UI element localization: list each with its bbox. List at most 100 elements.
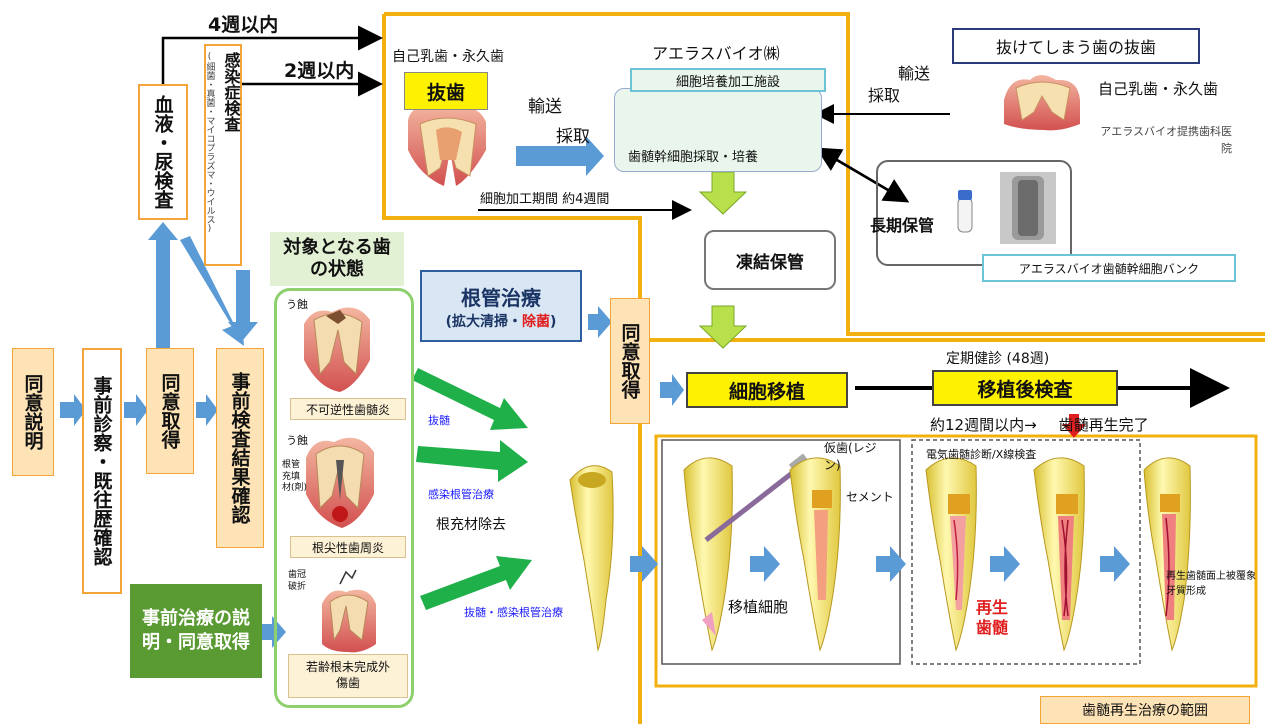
temp-crown-label: 仮歯(レジン) [824, 441, 877, 472]
both-treatment-label: 抜髄・感染根管治療 [464, 606, 563, 619]
pre-treatment-box: 事前治療の説明・同意取得 [130, 584, 262, 678]
infection-label: 感染症検査 [221, 52, 241, 132]
transplanted-cells-label: 移植細胞 [728, 598, 789, 616]
prepared-tooth-graphic [569, 465, 614, 652]
lost-teeth-label: 抜けてしまう歯の抜歯 [995, 38, 1156, 57]
pulpectomy-label: 抜髄 [428, 414, 450, 427]
facility-label: 細胞培養加工施設 [675, 74, 780, 90]
tooth-state-title: 対象となる歯の状態 [270, 232, 404, 286]
infected-canal-label: 感染根管治療 [428, 488, 494, 501]
transplant-box: 細胞移植 [686, 372, 848, 408]
regen-tooth-2-graphic [1033, 457, 1085, 652]
vial-graphic [957, 190, 973, 233]
case-2-label: 根尖性歯周炎 [311, 540, 384, 555]
filling-label: 根管充填材(剤) [282, 460, 308, 494]
root-canal-sub-c: ) [550, 313, 557, 330]
blood-urine-label: 血液・尿検査 [151, 95, 174, 209]
root-canal-title: 根管治療 [461, 285, 541, 310]
infection-sub-label: (細菌・真菌・マイコプラズマ・ウイルス) [204, 52, 215, 234]
regen-tooth-3-graphic [1143, 457, 1191, 652]
lost-teeth-box: 抜けてしまう歯の抜歯 [952, 28, 1200, 64]
checkup-period-label: 定期健診 (48週) [946, 351, 1050, 367]
root-canal-sub-b: 除菌 [522, 313, 550, 330]
crown-tooth-graphic [789, 457, 841, 652]
collection-label: 採取 [556, 127, 590, 147]
tooth-state-title-text: 対象となる歯の状態 [283, 236, 391, 281]
consent-explain-box: 同意説明 [12, 348, 54, 476]
extraction-box: 抜歯 [404, 72, 488, 110]
frozen-box: 凍結保管 [704, 230, 836, 290]
tooth-case-3-graphic [322, 569, 376, 653]
frozen-label: 凍結保管 [736, 252, 804, 273]
regen-pulp-label: 再生歯髄 [975, 598, 1008, 637]
consent-1-label: 同意取得 [158, 373, 181, 449]
long-term-label: 長期保管 [870, 216, 935, 235]
bank-own-teeth-label: 自己乳歯・永久歯 [1098, 80, 1219, 98]
blood-urine-box: 血液・尿検査 [138, 84, 188, 220]
tests-dashed-frame [911, 439, 1141, 665]
pre-treatment-label: 事前治療の説明・同意取得 [142, 607, 250, 653]
fracture-label: 歯冠破折 [288, 570, 307, 592]
case-3-label: 若齢根未完成外傷歯 [305, 660, 390, 690]
post-exam-label: 移植後検査 [977, 378, 1073, 401]
scope-box: 歯髄再生治療の範囲 [1040, 696, 1250, 724]
extracted-tooth-graphic [408, 103, 486, 186]
caries-2-label: う蝕 [286, 434, 308, 447]
bank-name-box: アエラスバイオ歯髄幹細胞バンク [982, 254, 1236, 282]
consent-2-label: 同意取得 [618, 323, 641, 399]
dentin-label: 再生歯髄面上被覆象牙質形成 [1166, 571, 1256, 597]
bank-collection-label: 採取 [868, 86, 901, 105]
facility-panel [614, 88, 822, 172]
culture-label: 歯髄幹細胞採取・培養 [628, 150, 759, 165]
green-treatment-arrows [412, 368, 532, 610]
root-canal-box: 根管治療 (拡大清掃・除菌) [420, 270, 582, 342]
caries-1-label: う蝕 [286, 298, 308, 311]
arrow-4weeks [161, 25, 383, 84]
partner-label: アエラスバイオ提携歯科医院 [1100, 125, 1232, 155]
blue-flow-arrows [60, 136, 1130, 648]
bank-panel [876, 160, 1072, 266]
cement-label: セメント [846, 490, 894, 504]
pre-exam-label: 事前診察・既往歴確認 [90, 376, 113, 566]
root-canal-subtitle: (拡大清掃・除菌) [446, 311, 557, 331]
consent-2-box: 同意取得 [610, 298, 650, 424]
red-down-arrow [1062, 414, 1086, 438]
scope-label: 歯髄再生治療の範囲 [1082, 703, 1208, 719]
remove-filling-label: 根充材除去 [436, 517, 506, 533]
root-canal-sub-a: (拡大清掃・ [445, 313, 522, 330]
case-1-label: 不可逆性歯髄炎 [305, 402, 390, 417]
cell-period-label: 細胞加工期間 約4週間 [480, 192, 610, 207]
case-2-box: 根尖性歯周炎 [290, 536, 406, 558]
transplant-label: 細胞移植 [728, 380, 805, 403]
infection-box: 感染症検査 (細菌・真菌・マイコプラズマ・ウイルス) [204, 44, 242, 266]
bank-name-label: アエラスバイオ歯髄幹細胞バンク [1018, 261, 1200, 276]
bank-transport-label: 輸送 [898, 64, 931, 83]
culture-frame [382, 12, 1265, 724]
consent-1-box: 同意取得 [146, 348, 194, 474]
case-3-box: 若齢根未完成外傷歯 [288, 654, 408, 698]
bank-tooth-graphic [1004, 75, 1080, 131]
transplant-photo-frame [661, 439, 901, 665]
post-exam-box: 移植後検査 [932, 370, 1118, 406]
pre-exam-box: 事前診察・既往歴確認 [82, 348, 122, 594]
regen-tooth-1-graphic [925, 457, 977, 652]
tooth-state-panel [274, 288, 414, 708]
complete-label-b: 歯髄再生完了 [1058, 416, 1149, 434]
complete-label-a: 約12週間以内→ [930, 416, 1037, 434]
four-weeks-label: 4週以内 [208, 14, 279, 36]
freezer-tank-graphic [1000, 172, 1056, 244]
tooth-case-2-graphic [306, 437, 374, 528]
transplant-tooth-graphic [683, 453, 810, 652]
results-box: 事前検査結果確認 [216, 348, 264, 548]
regen-inner-frame [654, 434, 1258, 688]
extraction-label: 抜歯 [426, 81, 465, 104]
two-weeks-label: 2週以内 [284, 60, 355, 82]
results-label: 事前検査結果確認 [228, 372, 251, 524]
arrow-storage-back [815, 147, 906, 202]
own-teeth-label: 自己乳歯・永久歯 [392, 49, 504, 65]
complete-label: 約12週間以内→ 歯髄再生完了 [930, 414, 1149, 435]
consent-explain-label: 同意説明 [21, 374, 44, 450]
transport-label: 輸送 [528, 97, 562, 117]
green-down-arrows [698, 171, 748, 349]
